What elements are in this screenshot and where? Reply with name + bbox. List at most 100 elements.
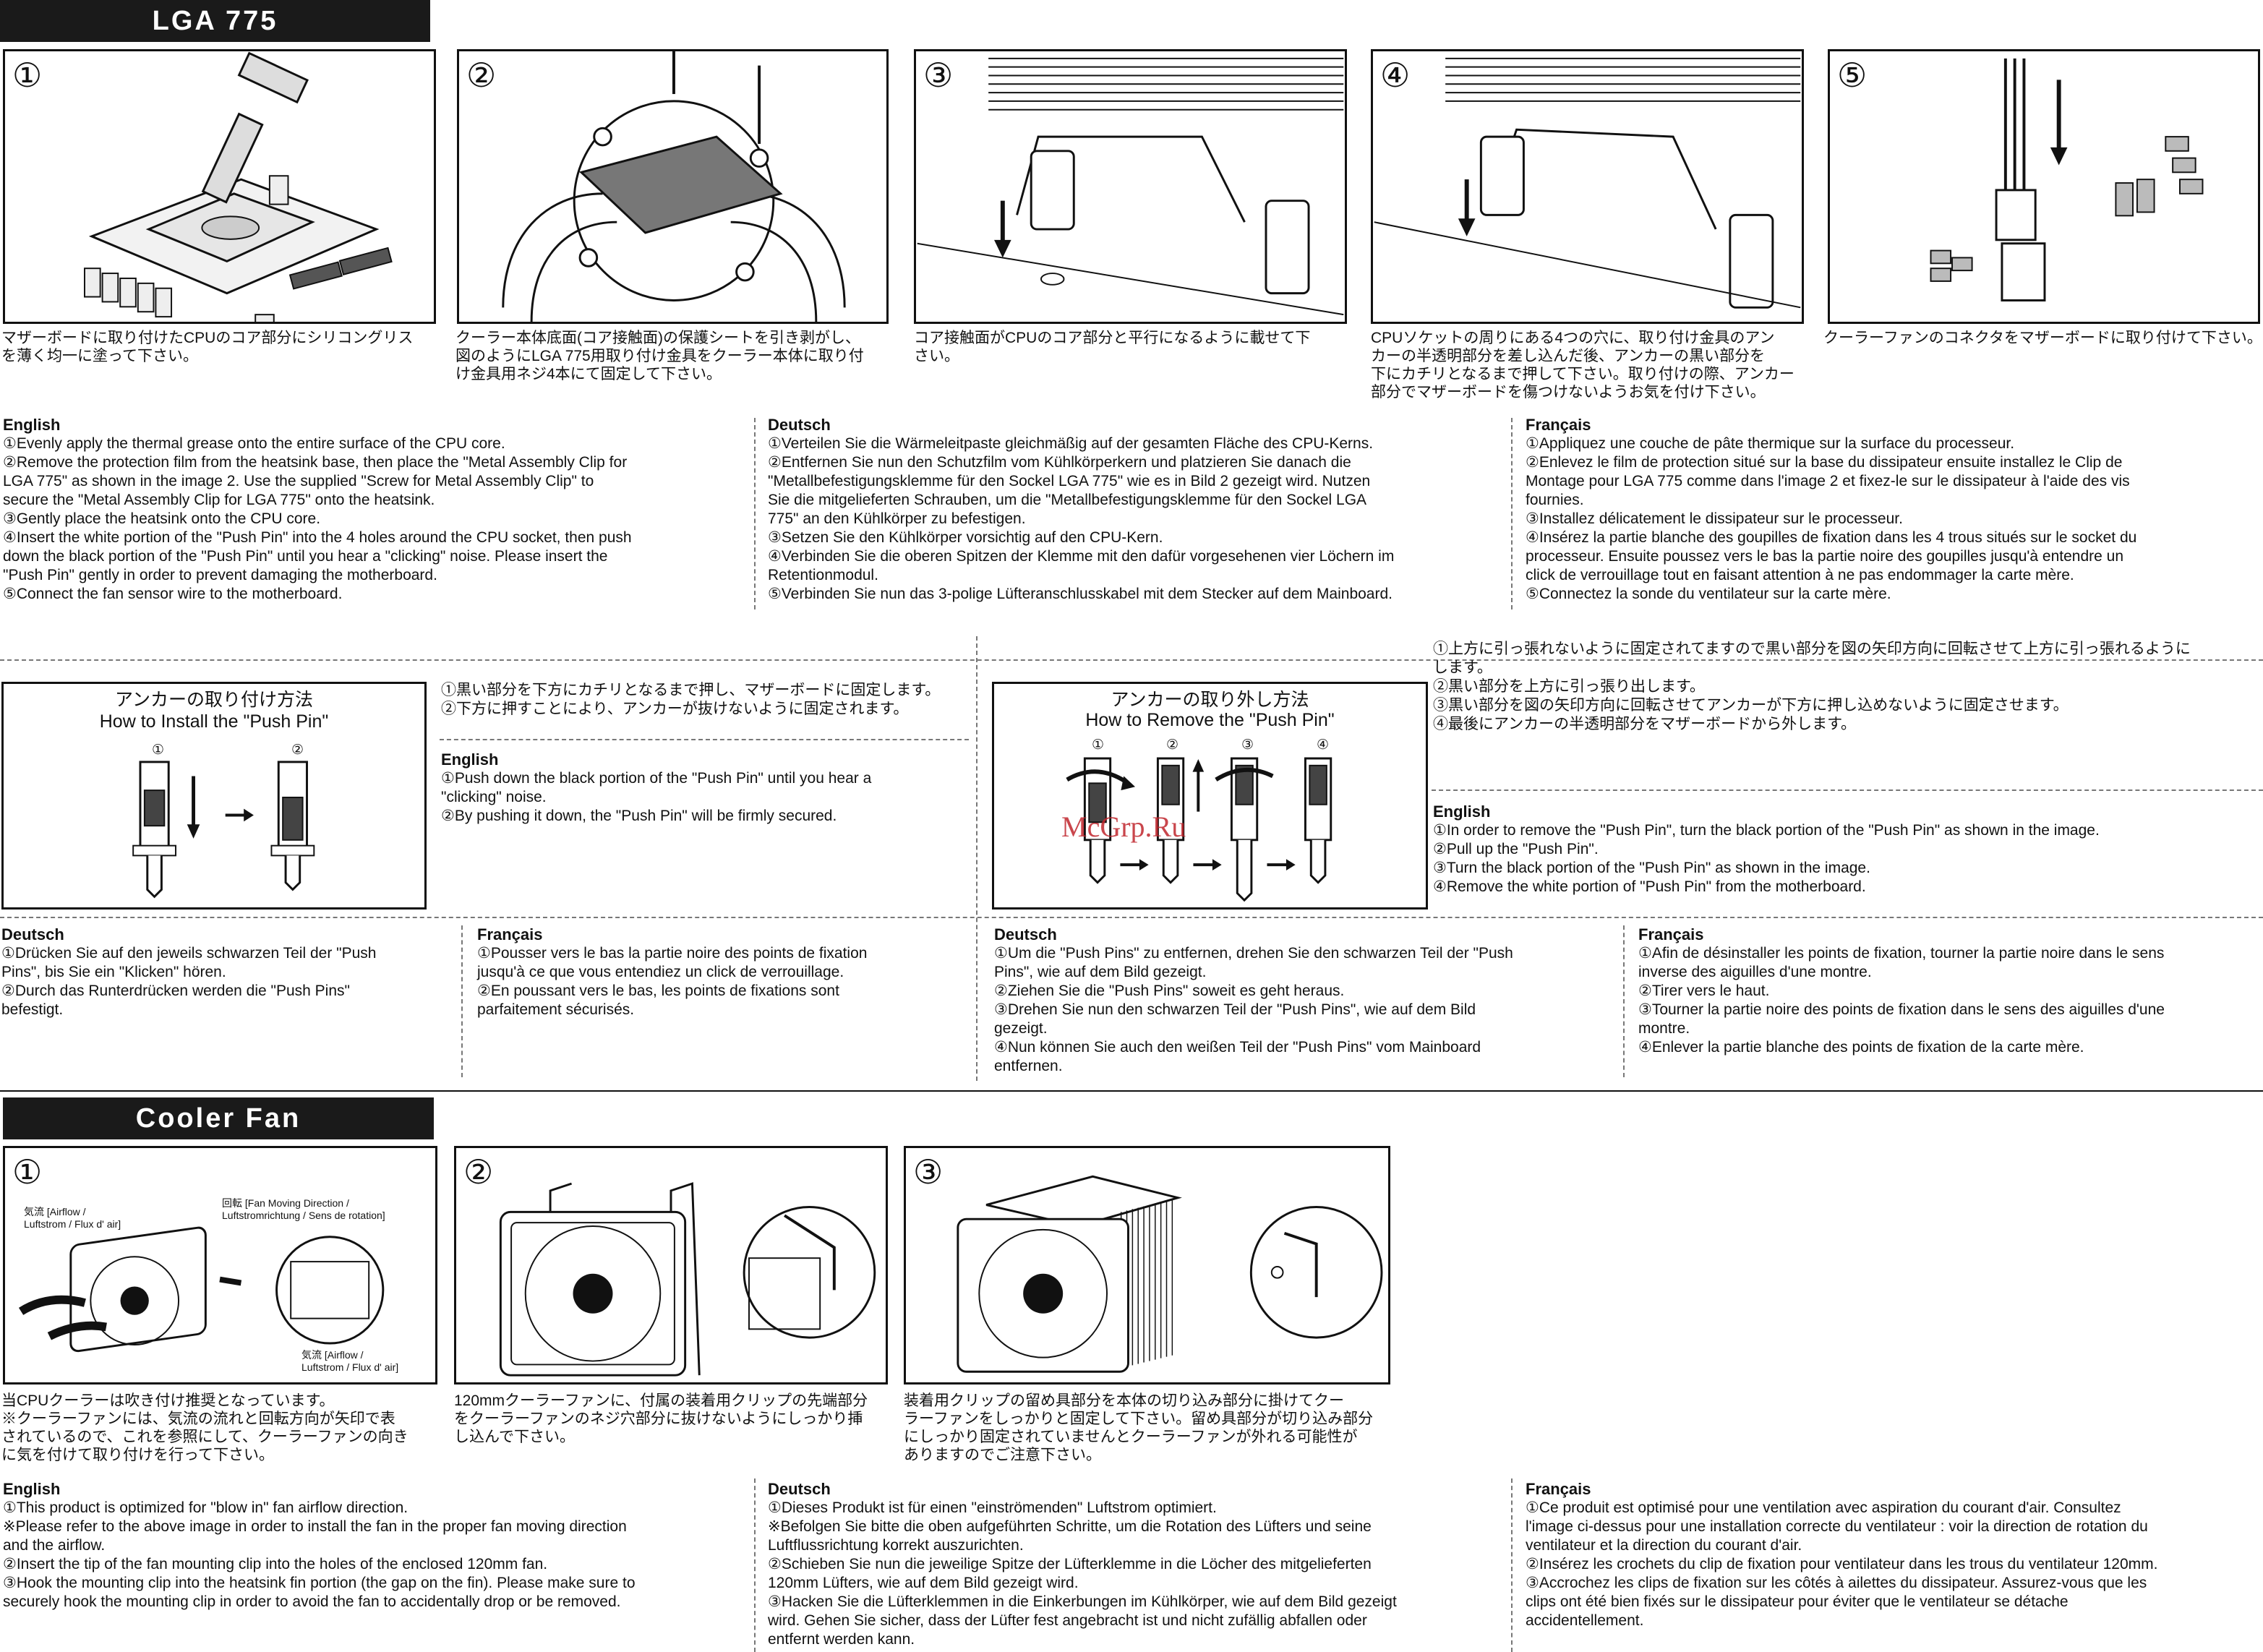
instruction-item: ①Pousser vers le bas la partie noire des… bbox=[477, 945, 868, 980]
instruction-item: ④Nun können Sie auch den weißen Teil der… bbox=[994, 1039, 1481, 1074]
instruction-item: ①Ce produit est optimisé pour une ventil… bbox=[1526, 1499, 2148, 1554]
step-figure-4: ④ bbox=[1371, 49, 1804, 324]
pushpin-install-deutsch: Deutsch ①Drücken Sie auf den jeweils sch… bbox=[1, 925, 442, 1019]
instruction-item: ③Tourner la partie noire des points de f… bbox=[1638, 1001, 2165, 1037]
fan-deutsch-column: Deutsch ①Dieses Produkt ist für einen "e… bbox=[768, 1480, 1498, 1649]
subsection-divider bbox=[1432, 789, 2263, 791]
section-divider bbox=[0, 659, 2263, 661]
fan-francais-column: Français ①Ce produit est optimisé pour u… bbox=[1526, 1480, 2259, 1630]
column-divider bbox=[1511, 418, 1513, 609]
airflow-label: 気流 [Airflow / Luftstrom / Flux d' air] bbox=[301, 1349, 399, 1373]
pushpin-remove-deutsch: Deutsch ①Um die "Push Pins" zu entfernen… bbox=[994, 925, 1609, 1076]
pushpin-install-english: English ①Push down the black portion of … bbox=[441, 750, 962, 826]
instruction-item: ⑤Connect the fan sensor wire to the moth… bbox=[3, 586, 343, 602]
column-divider bbox=[461, 925, 463, 1077]
fan-figure-1: ① 気流 [Airflow / Luftstrom / Flux d' air]… bbox=[3, 1146, 437, 1384]
instruction-item: ①This product is optimized for "blow in"… bbox=[3, 1499, 408, 1516]
section-divider bbox=[0, 1090, 2263, 1092]
instruction-item: ⑤Connectez la sonde du ventilateur sur l… bbox=[1526, 586, 1891, 602]
instruction-item: ③Drehen Sie nun den schwarzen Teil der "… bbox=[994, 1001, 1476, 1037]
instruction-item: ②Insérez les crochets du clip de fixatio… bbox=[1526, 1556, 2158, 1572]
step-number: ① bbox=[12, 1152, 43, 1191]
instruction-item: ⑤Verbinden Sie nun das 3-polige Lüfteran… bbox=[768, 586, 1393, 602]
step-figure-5: ⑤ bbox=[1828, 49, 2260, 324]
language-heading: English bbox=[441, 750, 499, 769]
figure-title-en: How to Install the "Push Pin" bbox=[99, 711, 329, 732]
instruction-item: ※Befolgen Sie bitte die oben aufgeführte… bbox=[768, 1518, 1372, 1554]
fan-airflow-illustration bbox=[18, 1226, 385, 1353]
column-divider bbox=[754, 1478, 756, 1652]
column-divider bbox=[1623, 925, 1625, 1077]
fan-clip-illustration bbox=[499, 1182, 876, 1377]
step-caption-1: マザーボードに取り付けたCPUのコア部分にシリコングリス を薄く均一に塗って下さ… bbox=[1, 330, 414, 364]
step-figure-2: ② bbox=[457, 49, 889, 324]
language-heading: Français bbox=[1526, 1480, 1591, 1498]
step-number: ③ bbox=[923, 56, 954, 95]
instruction-item: ②黒い部分を上方に引っ張り出します。 bbox=[1433, 678, 1705, 695]
instruction-item: ②En poussant vers le bas, les points de … bbox=[477, 983, 839, 1018]
instruction-item: ①Push down the black portion of the "Pus… bbox=[441, 770, 872, 805]
step-number: ② bbox=[466, 56, 497, 95]
pushpin-remove-english: English ①In order to remove the "Push Pi… bbox=[1433, 803, 2261, 896]
figure-label: ① bbox=[1092, 737, 1105, 753]
fan-figure-2: ② bbox=[454, 1146, 888, 1384]
step-figure-3: ③ bbox=[914, 49, 1347, 324]
instruction-item: ②By pushing it down, the "Push Pin" will… bbox=[441, 808, 837, 824]
step-number: ③ bbox=[913, 1152, 944, 1191]
instruction-item: ③黒い部分を図の矢印方向に回転させてアンカーが下方に押し込めないように固定させま… bbox=[1433, 697, 2069, 714]
watermark: McGrp.Ru bbox=[1061, 810, 1186, 843]
figure-label: ① bbox=[152, 742, 165, 758]
fan-caption-3: 装着用クリップの留め具部分を本体の切り込み部分に掛けてクー ラーファンをしっかり… bbox=[904, 1392, 1374, 1463]
instruction-item: ③Hacken Sie die Lüfterklemmen in die Ein… bbox=[768, 1593, 1397, 1648]
column-divider bbox=[754, 418, 756, 609]
section-header-lga775: LGA 775 bbox=[0, 0, 430, 42]
section-divider bbox=[0, 917, 2263, 918]
language-heading: Deutsch bbox=[1, 925, 64, 943]
step-caption-2: クーラー本体底面(コア接触面)の保護シートを引き剥がし、 図のようにLGA 77… bbox=[455, 330, 864, 382]
instruction-item: ②Pull up the "Push Pin". bbox=[1433, 841, 1599, 857]
figure-label: ② bbox=[1166, 737, 1179, 753]
instruction-item: ③Installez délicatement le dissipateur s… bbox=[1526, 510, 1903, 527]
pushpin-install-illustration bbox=[132, 761, 315, 899]
heatsink-clip-illustration bbox=[502, 51, 846, 322]
fan-english-column: English ①This product is optimized for "… bbox=[3, 1480, 730, 1612]
instruction-item: ②Remove the protection film from the hea… bbox=[3, 454, 628, 508]
column-divider bbox=[976, 636, 978, 1081]
fan-caption-1: 当CPUクーラーは吹き付け推奨となっています。 ※クーラーファンには、気流の流れ… bbox=[1, 1392, 408, 1463]
install-english-column: English ①Evenly apply the thermal grease… bbox=[3, 416, 730, 604]
step-number: ② bbox=[463, 1152, 494, 1191]
pushpin-insert-illustration bbox=[1374, 57, 1801, 309]
step-caption-4: CPUソケットの周りにある4つの穴に、取り付け金具のアン カーの半透明部分を差し… bbox=[1371, 330, 1794, 401]
instruction-item: ③Accrochez les clips de fixation sur les… bbox=[1526, 1575, 2147, 1629]
rotation-label: 回転 [Fan Moving Direction / Luftstromrich… bbox=[222, 1197, 385, 1221]
fan-caption-2: 120mmクーラーファンに、付属の装着用クリップの先端部分 をクーラーファンのネ… bbox=[454, 1392, 868, 1445]
instruction-item: ①Appliquez une couche de pâte thermique … bbox=[1526, 435, 2015, 452]
language-heading: Deutsch bbox=[768, 416, 831, 434]
pushpin-remove-francais: Français ①Afin de désinstaller les point… bbox=[1638, 925, 2260, 1057]
instruction-item: ③Gently place the heatsink onto the CPU … bbox=[3, 510, 321, 527]
column-divider bbox=[1511, 1478, 1513, 1652]
instruction-item: ①In order to remove the "Push Pin", turn… bbox=[1433, 822, 2100, 839]
figure-label: ③ bbox=[1241, 737, 1254, 753]
instruction-item: ①上方に引っ張れないように固定されてますので黒い部分を図の矢印方向に回転させて上… bbox=[1433, 641, 2191, 676]
language-heading: Français bbox=[1638, 925, 1704, 943]
instruction-item: ④最後にアンカーの半透明部分をマザーボードから外します。 bbox=[1433, 716, 1857, 732]
fan-figure-3: ③ bbox=[904, 1146, 1390, 1384]
figure-title-jp: アンカーの取り外し方法 bbox=[1111, 690, 1309, 710]
instruction-item: ②Entfernen Sie nun den Schutzfilm vom Kü… bbox=[768, 454, 1371, 527]
language-heading: English bbox=[1433, 803, 1491, 821]
cpu-grease-illustration bbox=[84, 51, 393, 322]
language-heading: Deutsch bbox=[768, 1480, 831, 1498]
figure-title-jp: アンカーの取り付け方法 bbox=[114, 690, 313, 710]
figure-label: ④ bbox=[1317, 737, 1330, 753]
instruction-item: ③Hook the mounting clip into the heatsin… bbox=[3, 1575, 636, 1610]
install-deutsch-column: Deutsch ①Verteilen Sie die Wärmeleitpast… bbox=[768, 416, 1498, 604]
fan-connector-illustration bbox=[1930, 58, 2204, 301]
pushpin-remove-illustration bbox=[1066, 757, 1332, 902]
subsection-divider bbox=[440, 739, 969, 740]
language-heading: Français bbox=[1526, 416, 1591, 434]
instruction-item: ④Remove the white portion of "Push Pin" … bbox=[1433, 878, 1866, 895]
instruction-item: ①Dieses Produkt ist für einen "einströme… bbox=[768, 1499, 1217, 1516]
step-number: ④ bbox=[1380, 56, 1411, 95]
instruction-item: ①Evenly apply the thermal grease onto th… bbox=[3, 435, 505, 452]
